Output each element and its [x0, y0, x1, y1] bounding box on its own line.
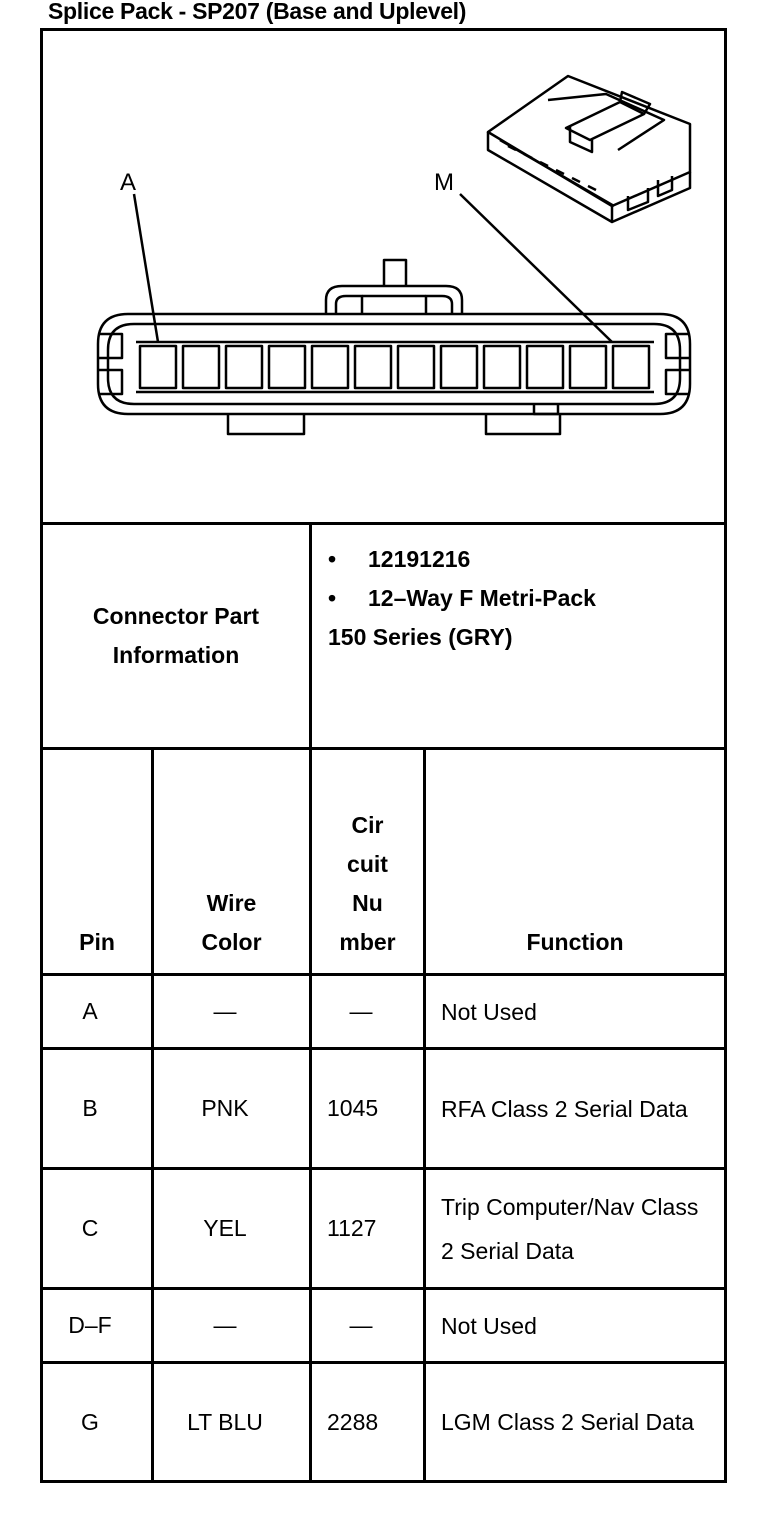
frame-right: [724, 28, 727, 1483]
frame-left: [40, 28, 43, 1483]
connector-part-info-label: Connector Part Information: [92, 603, 260, 668]
divider-row-b: [40, 1167, 727, 1170]
header-circuit-number: Cir cuit Nu mber: [339, 812, 396, 955]
cavity-7: [396, 344, 436, 390]
connector-cavities: [138, 344, 651, 390]
bullet-connector-series: 150 Series (GRY): [328, 624, 513, 650]
row-c-circuit: 1127: [327, 1215, 377, 1241]
row-df-wire-color: —: [213, 1312, 237, 1338]
divider-header: [40, 973, 727, 976]
row-g-circuit: 2288: [327, 1408, 379, 1435]
row-a-circuit: —: [349, 998, 373, 1024]
cavity-11: [568, 344, 608, 390]
row-df-circuit: —: [349, 1312, 373, 1338]
cavity-5: [310, 344, 350, 390]
leader-line-m: [459, 193, 613, 343]
bullet-connector-type: • 12–Way F Metri-Pack: [328, 585, 596, 611]
row-df-function: Not Used: [441, 1312, 537, 1339]
row-a-wire-color: —: [213, 998, 237, 1024]
divider-col-circuit: [423, 747, 426, 1483]
cavity-1: [138, 344, 178, 390]
page-title: Splice Pack - SP207 (Base and Uplevel): [48, 0, 467, 24]
connector-diagram: A M: [96, 74, 692, 436]
cavity-label-m: M: [434, 169, 454, 196]
row-c-pin: C: [81, 1215, 99, 1241]
divider-diagram: [40, 522, 727, 525]
divider-info-col: [309, 522, 312, 750]
frame-bottom: [40, 1480, 727, 1483]
cavity-label-a: A: [120, 169, 136, 196]
row-g-wire-color: LT BLU: [187, 1408, 263, 1435]
connector-perspective-icon: [486, 74, 692, 224]
connector-face: [96, 258, 692, 436]
row-b-circuit: 1045: [327, 1095, 379, 1121]
cavity-10: [525, 344, 565, 390]
divider-row-df: [40, 1361, 727, 1364]
cavity-9: [482, 344, 522, 390]
leader-line-a: [132, 193, 160, 343]
row-c-wire-color: YEL: [203, 1215, 247, 1241]
bullet-part-number: • 12191216: [328, 546, 471, 572]
header-function: Function: [526, 929, 624, 955]
header-pin: Pin: [79, 929, 115, 955]
row-c-function: Trip Computer/Nav Class 2 Serial Data: [441, 1193, 699, 1264]
frame-top: [40, 28, 727, 31]
connector-part-info-values: • 12191216 • 12–Way F Metri-Pack 150 Ser…: [328, 540, 718, 657]
cavity-6: [353, 344, 393, 390]
row-b-wire-color: PNK: [201, 1095, 249, 1121]
cavity-3: [224, 344, 264, 390]
divider-col-pin: [151, 747, 154, 1483]
row-a-function: Not Used: [441, 998, 537, 1025]
cavity-4: [267, 344, 307, 390]
row-a-pin: A: [82, 998, 98, 1024]
row-df-pin: D–F: [68, 1312, 112, 1338]
row-b-pin: B: [82, 1095, 98, 1121]
cavity-12: [611, 344, 651, 390]
header-wire-color: Wire Color: [201, 890, 262, 955]
divider-row-a: [40, 1047, 727, 1050]
row-g-pin: G: [81, 1408, 99, 1435]
row-b-function: RFA Class 2 Serial Data: [441, 1095, 688, 1122]
row-g-function: LGM Class 2 Serial Data: [441, 1409, 695, 1435]
divider-row-c: [40, 1287, 727, 1290]
cavity-8: [439, 344, 479, 390]
cavity-2: [181, 344, 221, 390]
divider-col-wire: [309, 747, 312, 1483]
divider-info: [40, 747, 727, 750]
